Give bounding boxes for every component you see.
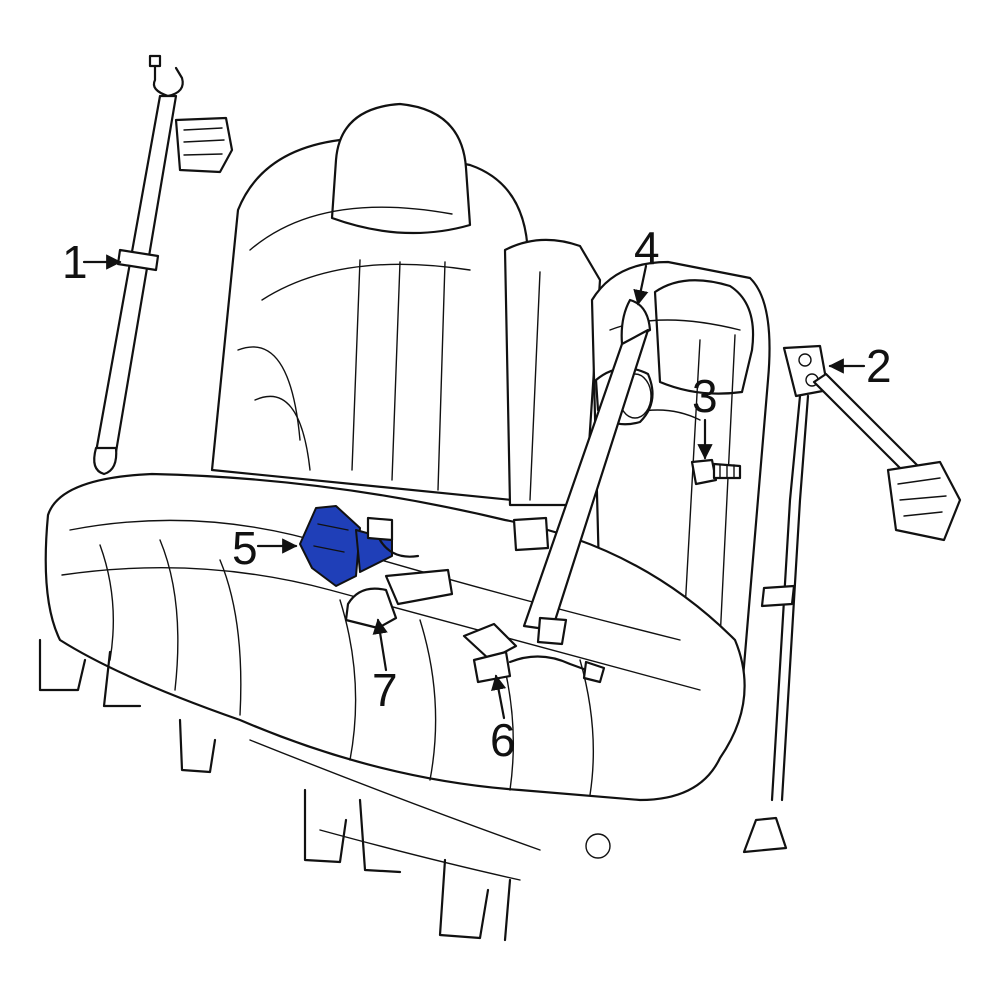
callout-6: 6 (490, 714, 516, 766)
callout-2: 2 (866, 340, 892, 392)
callout-leaders (82, 254, 866, 720)
callout-5: 5 (232, 522, 258, 574)
part-3-bolt[interactable] (690, 458, 742, 486)
callout-7: 7 (372, 664, 398, 716)
part-5-buckle-highlighted[interactable] (299, 505, 454, 606)
part-2-seat-belt-assembly[interactable] (742, 344, 962, 854)
part-4-center-belt-retractor[interactable] (512, 298, 654, 646)
callout-3: 3 (692, 370, 718, 422)
callout-1: 1 (62, 236, 88, 288)
part-1-seat-belt-assembly[interactable] (93, 54, 234, 476)
callout-4: 4 (634, 222, 660, 274)
callout-labels: 1 2 3 4 5 6 7 (62, 222, 892, 766)
